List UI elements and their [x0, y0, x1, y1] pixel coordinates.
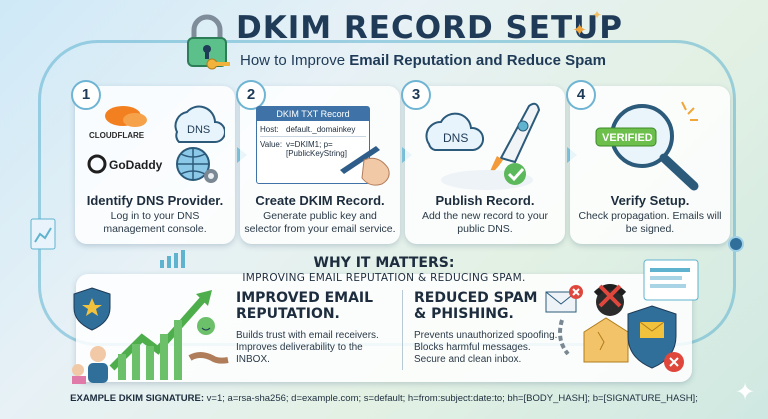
benefit-title: REDUCED SPAM & PHISHING. — [414, 290, 538, 322]
signature-value: v=1; a=rsa-sha256; d=example.com; s=defa… — [206, 393, 698, 404]
sparkle-icon: ✦ — [735, 379, 756, 406]
step-description: Generate public key and selector from yo… — [244, 210, 396, 235]
divider — [402, 290, 403, 370]
benefit-description: Builds trust with email receivers. Impro… — [236, 330, 379, 365]
step-card-1: 1 CLOUDFLARE GoDaddy DNS Identify DNS Pr… — [71, 80, 235, 244]
sparkle-icon: ✦ — [572, 20, 588, 40]
record-form-title: DKIM TXT Record — [257, 107, 369, 121]
host-label: Host: — [260, 125, 279, 134]
rocket-publish-illustration: DNS — [425, 102, 541, 190]
value-field: v=DKIM1; p= [PublicKeyString] — [286, 140, 347, 158]
dkim-record-form: DKIM TXT Record Host:default._domainkey … — [256, 106, 370, 184]
step-title: Publish Record. — [435, 193, 535, 208]
cloudflare-logo: CLOUDFLARE — [89, 131, 145, 140]
value-label: Value: — [260, 140, 283, 149]
spam-blocked-illustration — [545, 259, 699, 372]
reputation-growth-illustration — [72, 287, 229, 384]
sparkle-icon: ✦ — [592, 8, 603, 22]
verified-stamp: VERIFIED — [602, 132, 653, 144]
why-title: WHY IT MATTERS: — [313, 255, 455, 271]
step-card-2: 2 DKIM TXT Record Host: default._domainke… — [236, 80, 400, 244]
example-signature: EXAMPLE DKIM SIGNATURE: v=1; a=rsa-sha25… — [70, 393, 698, 404]
pen-hand-icon — [340, 146, 390, 186]
step-description: Log in to your DNS management console. — [103, 210, 207, 235]
dns-cloud-label: DNS — [443, 131, 468, 145]
step-title: Verify Setup. — [610, 193, 690, 208]
godaddy-logo: GoDaddy — [109, 158, 163, 172]
step-number: 4 — [566, 80, 596, 110]
benefit-description: Prevents unauthorized spoofing. Blocks h… — [414, 330, 558, 365]
step-number: 1 — [71, 80, 101, 110]
step-number: 2 — [236, 80, 266, 110]
flow-node — [728, 236, 744, 252]
step-title: Identify DNS Provider. — [86, 193, 224, 208]
step-number: 3 — [401, 80, 431, 110]
bar-chart-icon — [160, 250, 185, 268]
step-card-3: 3 DNS Publish Record. Add the new record… — [401, 80, 565, 244]
document-chart-icon — [30, 218, 56, 250]
dns-cloud-label: DNS — [187, 124, 210, 136]
host-field: default._domainkey — [286, 125, 356, 134]
dns-providers-illustration: CLOUDFLARE GoDaddy DNS — [87, 105, 225, 183]
step-title: Create DKIM Record. — [255, 193, 385, 208]
benefit-title: IMPROVED EMAIL REPUTATION. — [236, 290, 374, 322]
why-subtitle: IMPROVING EMAIL REPUTATION & REDUCING SP… — [242, 272, 526, 284]
step-description: Add the new record to your public DNS. — [421, 210, 549, 235]
lock-key-icon — [187, 14, 230, 70]
page-subtitle: How to Improve Email Reputation and Redu… — [240, 52, 606, 69]
step-card-4: 4 VERIFIED Verify Setup. Check propagati… — [566, 80, 730, 244]
page-title: DKIM RECORD SETUP — [236, 10, 624, 46]
verify-magnifier-icon: VERIFIED — [595, 101, 699, 191]
step-description: Check propagation. Emails will be signed… — [578, 210, 722, 235]
